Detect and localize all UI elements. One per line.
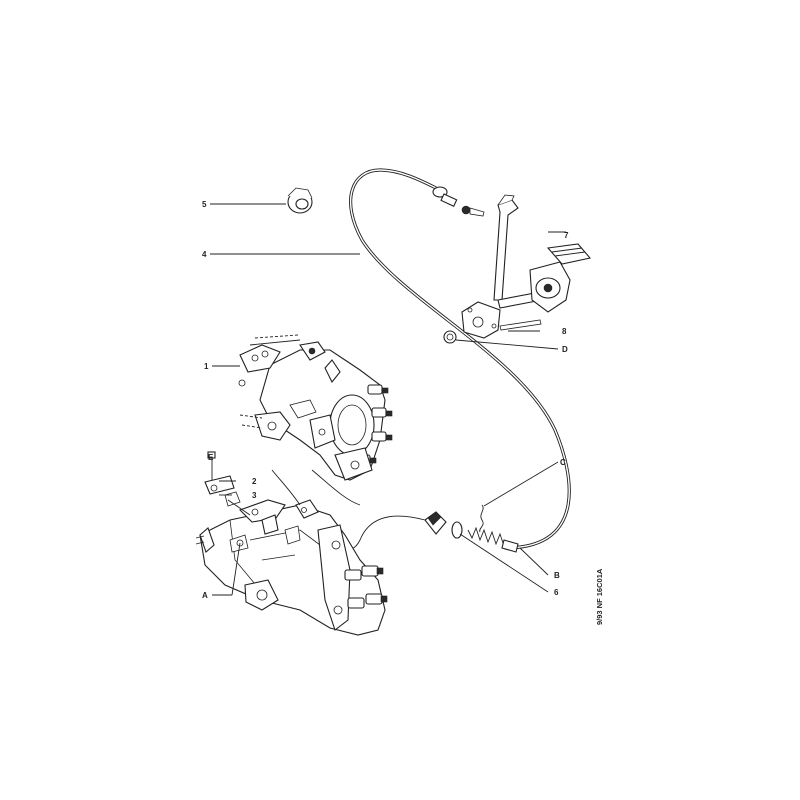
callout-b: B <box>554 571 560 580</box>
callout-3: 3 <box>252 491 257 500</box>
callout-labels: 5 4 1 E 2 3 A 7 8 D C B 6 <box>202 200 569 600</box>
accelerator-cable <box>311 168 571 550</box>
callout-8: 8 <box>562 327 567 336</box>
callout-6: 6 <box>554 588 559 597</box>
cable-pump-end <box>424 511 519 553</box>
injection-pump-upper <box>238 334 393 481</box>
callout-5: 5 <box>202 200 207 209</box>
callout-2: 2 <box>252 477 257 486</box>
callout-4: 4 <box>202 250 207 259</box>
clip-3 <box>224 491 251 516</box>
grommet <box>287 187 313 214</box>
leader-lines <box>210 203 566 596</box>
callout-7: 7 <box>564 231 569 240</box>
clip-c <box>479 504 484 533</box>
callout-d: D <box>562 345 568 354</box>
callout-e: E <box>208 453 214 462</box>
callout-c: C <box>560 458 566 467</box>
lever-2 <box>204 475 235 495</box>
callout-1: 1 <box>204 362 209 371</box>
bolt-e <box>207 451 216 482</box>
accelerator-pedal-assembly <box>443 194 592 344</box>
nut-d <box>443 330 457 344</box>
cable-pedal-end-fitting <box>432 186 485 217</box>
callout-a: A <box>202 591 208 600</box>
injection-pump-lower <box>195 451 388 636</box>
reference-stamp: 9/93 NF 16C01A <box>595 568 604 625</box>
